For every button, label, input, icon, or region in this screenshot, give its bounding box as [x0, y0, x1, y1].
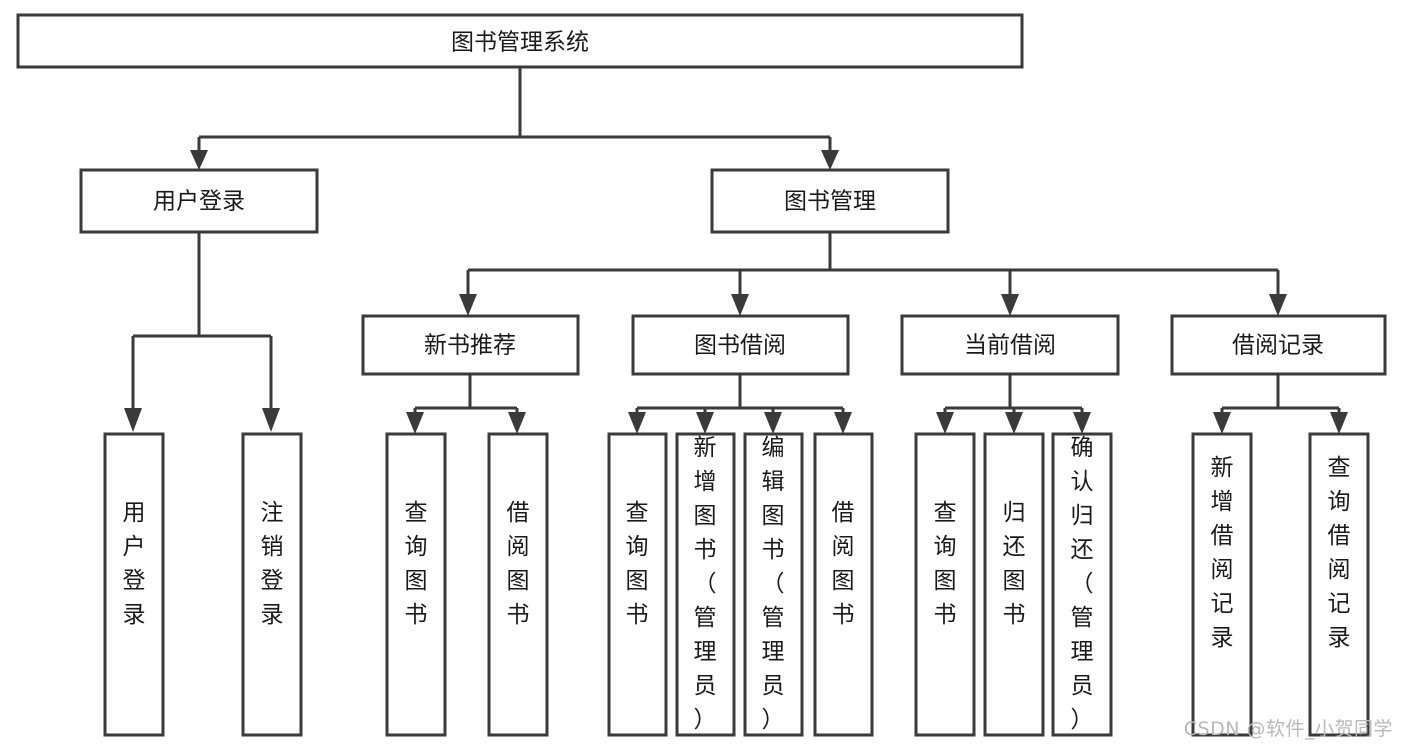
leaf-borrow-book-2[interactable]: 借阅图书 [813, 432, 874, 737]
leaf-query-record-box[interactable] [1308, 432, 1370, 737]
node-new-book-recommend-box[interactable] [361, 314, 580, 376]
leaf-add-record-box[interactable] [1191, 432, 1253, 737]
node-book-borrow[interactable]: 图书借阅 [631, 314, 850, 376]
arrow-leaf-user-logout [262, 408, 280, 432]
leaf-user-logout-label: 注销登录 [261, 500, 284, 628]
node-current-borrow[interactable]: 当前借阅 [900, 314, 1120, 376]
arrow-leaf-query-record [1330, 412, 1348, 434]
node-user-login-box[interactable] [79, 168, 319, 234]
edge-borrow-record-stem [1220, 374, 1341, 414]
leaf-query-book-2-box[interactable] [607, 432, 668, 737]
node-borrow-record-box[interactable] [1170, 314, 1387, 376]
edge-root-stem [199, 67, 830, 139]
leaf-edit-book[interactable]: 编辑图书（管理员） [743, 432, 804, 737]
leaf-query-book-1-box[interactable] [385, 432, 447, 737]
node-root-box[interactable] [16, 13, 1024, 69]
leaf-user-login-label: 用户登录 [123, 500, 146, 628]
node-root-label: 图书管理系统 [451, 30, 589, 56]
node-book-manage-box[interactable] [710, 168, 950, 234]
node-borrow-record-label: 借阅记录 [1232, 333, 1324, 359]
leaf-user-logout[interactable]: 注销登录 [241, 432, 303, 737]
arrow-leaf-add-book [696, 412, 714, 434]
leaf-query-book-1[interactable]: 查询图书 [385, 432, 447, 737]
leaf-return-book-box[interactable] [983, 432, 1045, 737]
node-book-borrow-label: 图书借阅 [694, 333, 786, 359]
leaf-confirm-return-box[interactable] [1051, 432, 1113, 737]
arrow-leaf-borrow-book-2 [834, 412, 852, 434]
node-book-borrow-box[interactable] [631, 314, 850, 376]
arrow-new-book-recommend [459, 294, 477, 316]
leaf-user-login[interactable]: 用户登录 [103, 432, 165, 737]
leaf-add-record[interactable]: 新增借阅记录 [1191, 432, 1253, 737]
arrow-leaf-add-record [1213, 412, 1231, 434]
leaf-user-login-box[interactable] [103, 432, 165, 737]
leaf-query-record-label: 查询借阅记录 [1328, 455, 1351, 651]
leaf-borrow-book-1[interactable]: 借阅图书 [487, 432, 549, 737]
edge-book-manage-stem [466, 232, 1280, 296]
leaf-query-book-3[interactable]: 查询图书 [914, 432, 976, 737]
node-user-login-label: 用户登录 [153, 189, 245, 215]
leaf-query-book-2-label: 查询图书 [626, 500, 649, 628]
leaf-query-book-1-label: 查询图书 [405, 500, 428, 628]
leaf-add-record-label: 新增借阅记录 [1211, 455, 1234, 651]
edge-book-borrow-stem [635, 374, 845, 414]
arrow-book-manage [821, 150, 839, 170]
arrow-leaf-return-book [1005, 412, 1023, 434]
node-root[interactable]: 图书管理系统 [16, 13, 1024, 69]
arrow-leaf-user-login [124, 408, 142, 432]
edge-new-book-recommend-stem [413, 374, 519, 414]
node-book-manage-label: 图书管理 [784, 189, 876, 215]
node-new-book-recommend-label: 新书推荐 [424, 333, 516, 359]
edge-user-login-stem [131, 232, 273, 410]
leaf-user-logout-box[interactable] [241, 432, 303, 737]
leaf-borrow-book-2-box[interactable] [813, 432, 874, 737]
node-user-login[interactable]: 用户登录 [79, 168, 319, 234]
arrow-leaf-borrow-book-1 [508, 412, 526, 434]
leaf-query-book-3-label: 查询图书 [934, 500, 957, 628]
arrow-leaf-confirm-return [1073, 412, 1091, 434]
leaf-borrow-book-2-label: 借阅图书 [832, 500, 855, 628]
leaf-confirm-return-label: 确认归还（管理员） [1071, 435, 1094, 733]
arrow-leaf-edit-book [764, 412, 782, 434]
leaf-borrow-book-1-label: 借阅图书 [507, 500, 530, 628]
leaf-return-book-label: 归还图书 [1003, 500, 1026, 628]
edges-group [124, 67, 1348, 434]
leaf-query-book-3-box[interactable] [914, 432, 976, 737]
leaf-query-book-2[interactable]: 查询图书 [607, 432, 668, 737]
leaf-add-book-box[interactable] [675, 432, 736, 737]
leaf-confirm-return[interactable]: 确认归还（管理员） [1051, 432, 1113, 737]
arrow-current-borrow [1001, 294, 1019, 316]
leaf-edit-book-box[interactable] [743, 432, 804, 737]
node-book-manage[interactable]: 图书管理 [710, 168, 950, 234]
arrow-leaf-query-book-2 [628, 412, 646, 434]
csdn-watermark: CSDN @软件_小贺同学 [1183, 718, 1393, 740]
arrow-leaf-query-book-3 [936, 412, 954, 434]
leaf-borrow-book-1-box[interactable] [487, 432, 549, 737]
arrow-leaf-query-book-1 [406, 412, 424, 434]
leaf-edit-book-label: 编辑图书（管理员） [762, 435, 785, 733]
node-current-borrow-box[interactable] [900, 314, 1120, 376]
leaf-add-book-label: 新增图书（管理员） [694, 435, 717, 733]
leaf-return-book[interactable]: 归还图书 [983, 432, 1045, 737]
edge-current-borrow-stem [943, 374, 1084, 414]
node-current-borrow-label: 当前借阅 [964, 333, 1056, 359]
arrow-book-borrow [731, 294, 749, 316]
arrow-user-login [190, 150, 208, 170]
arrow-borrow-record [1269, 294, 1287, 316]
leaf-add-book[interactable]: 新增图书（管理员） [675, 432, 736, 737]
node-borrow-record[interactable]: 借阅记录 [1170, 314, 1387, 376]
leaf-query-record[interactable]: 查询借阅记录 [1308, 432, 1370, 737]
node-new-book-recommend[interactable]: 新书推荐 [361, 314, 580, 376]
